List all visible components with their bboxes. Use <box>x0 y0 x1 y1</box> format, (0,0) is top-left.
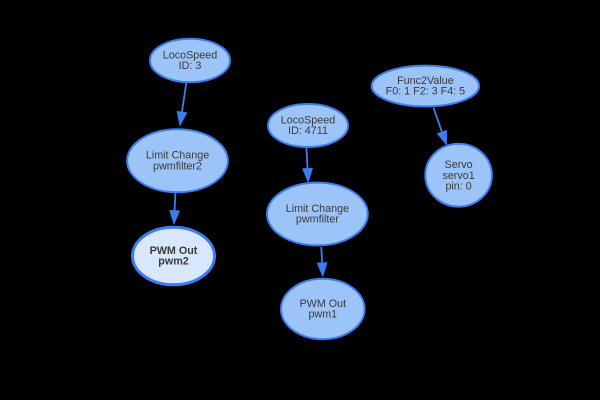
svg-text:pwmfilter2: pwmfilter2 <box>153 160 202 172</box>
svg-text:Servo: Servo <box>445 159 473 171</box>
svg-text:servo1: servo1 <box>442 170 474 182</box>
svg-text:LocoSpeed: LocoSpeed <box>281 114 335 126</box>
svg-text:F0: 1 F2: 3 F4: 5: F0: 1 F2: 3 F4: 5 <box>386 86 465 98</box>
svg-text:pwmfilter: pwmfilter <box>296 214 339 226</box>
svg-text:ID: 3: ID: 3 <box>179 60 202 72</box>
svg-text:Limit Change: Limit Change <box>286 203 349 215</box>
svg-text:LocoSpeed: LocoSpeed <box>163 49 217 61</box>
svg-text:PWM Out: PWM Out <box>300 298 347 310</box>
svg-text:Func2Value: Func2Value <box>397 75 454 87</box>
svg-text:Limit Change: Limit Change <box>146 150 209 162</box>
svg-text:ID: 4711: ID: 4711 <box>288 125 328 137</box>
svg-text:pwm2: pwm2 <box>158 256 188 268</box>
svg-text:PWM Out: PWM Out <box>150 245 198 257</box>
svg-text:pin: 0: pin: 0 <box>445 181 471 193</box>
svg-text:pwm1: pwm1 <box>308 309 337 321</box>
